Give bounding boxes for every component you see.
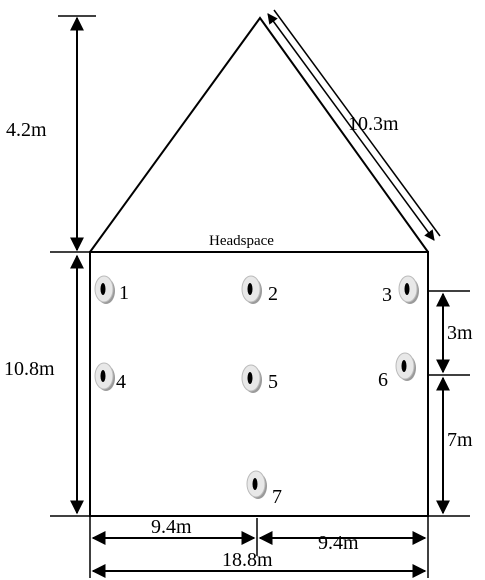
roof-slope-label: 10.3m [348,113,399,135]
upper-spacing-label: 3m [447,322,473,344]
sensor-4-label: 4 [116,371,126,393]
roof-slope-line-a [267,13,435,241]
sensor-5-label: 5 [268,371,278,393]
sensor-7-label: 7 [272,486,282,508]
roof-height-label: 4.2m [6,119,47,141]
sensor-1 [94,275,115,304]
sensor-6 [395,352,416,381]
half-width-left-label: 9.4m [151,516,192,538]
sensor-3 [398,275,419,304]
sensor-6-label: 6 [378,369,388,391]
sensor-7 [246,470,267,499]
roof-outline [89,16,429,253]
lower-spacing-label: 7m [447,429,473,451]
sensor-5 [241,364,262,393]
sensor-3-label: 3 [382,284,392,306]
total-width-label: 18.8m [222,549,273,571]
half-width-right-label: 9.4m [318,532,359,554]
sensor-4 [94,362,115,391]
wall-height-label: 10.8m [4,358,55,380]
sensor-2 [241,275,262,304]
sensor-1-label: 1 [119,282,129,304]
headspace-label: Headspace [209,233,274,249]
sensor-2-label: 2 [268,283,278,305]
roof-slope-line-b [273,9,441,237]
building-body [89,251,429,517]
